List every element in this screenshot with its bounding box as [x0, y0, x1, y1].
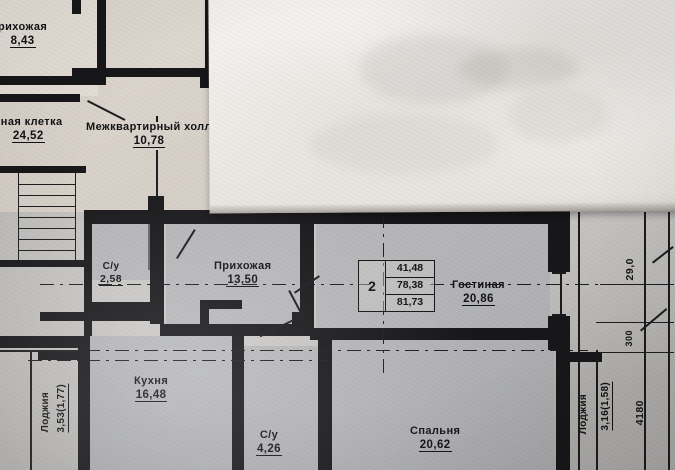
room-fill-gostinaya: [316, 224, 550, 328]
apartment-number: 2: [368, 278, 376, 294]
dimension-29-0: 29,0: [624, 258, 636, 281]
wall-spalnya-left: [318, 328, 332, 470]
white-paper-overlay: [208, 0, 675, 214]
room-area: 24,52: [11, 129, 45, 144]
room-name: рихожая: [0, 21, 48, 33]
loggia-right-outer: [578, 212, 580, 470]
room-area: 13,50: [226, 273, 260, 288]
tick-hall: [156, 116, 158, 122]
wall-seg-a3: [0, 76, 106, 85]
centerline-h-3: [28, 350, 588, 351]
room-area: 16,48: [134, 388, 168, 403]
dim-line-2: [596, 322, 674, 323]
window-right-mull: [560, 272, 562, 316]
wall-apartment-vert-mid: [300, 210, 314, 328]
room-label-prihozhaya: Прихожая 13,50: [214, 260, 272, 288]
wall-su-bottom-2: [40, 312, 158, 321]
apartment-area-living: 41,48: [386, 261, 434, 278]
room-name: Межквартирный холл: [86, 121, 212, 133]
loggia-right-name: Лоджия: [578, 394, 589, 435]
room-area: 10,78: [132, 134, 166, 149]
room-label-prihozhaya-top: рихожая 8,43: [0, 21, 48, 49]
wall-stair-bottom: [0, 260, 86, 267]
room-area: 4,26: [256, 442, 282, 457]
loggia-left-wall: [38, 352, 82, 360]
wall-apt-right-bottom: [556, 340, 570, 470]
wall-apt-left: [84, 224, 92, 336]
room-label-spalnya: Спальня 20,62: [410, 425, 461, 453]
wall-spalnya-top: [310, 328, 556, 340]
room-fill-kuhnya: [88, 336, 236, 470]
wall-seg-a8: [0, 94, 80, 102]
loggia-right-area: 3,16(1,58): [600, 382, 613, 431]
wall-stair-top: [0, 166, 86, 173]
centerline-h-4: [28, 360, 328, 361]
wall-seg-a2: [97, 0, 106, 78]
wall-su-right: [150, 224, 164, 324]
dimension-4180: 4180: [634, 400, 646, 426]
window-right-2: [552, 314, 566, 316]
loggia-left-vert: [30, 352, 32, 470]
loggia-right-line: [596, 350, 598, 470]
room-label-sanuzel-upper: С/у 2,58: [99, 261, 124, 287]
dim-axis-vert-1: [644, 212, 646, 470]
room-label-kuhnya: Кухня 16,48: [134, 375, 169, 403]
centerline-h-2: [430, 284, 660, 285]
room-label-lestnichnaya-kletka: чная клетка 24,52: [0, 116, 63, 144]
room-fill-sanuzel-lower: [242, 346, 324, 470]
loggia-left-line: [0, 350, 78, 352]
wall-loggia-left-top: [0, 336, 90, 348]
dim-line-3: [596, 352, 674, 353]
room-name: чная клетка: [0, 116, 63, 128]
loggia-right-wall: [566, 352, 602, 362]
wall-seg-a4: [72, 68, 106, 77]
wall-apt-right-upper: [548, 224, 570, 272]
dim-line-1: [600, 284, 674, 285]
apartment-area-total: 78,38: [386, 278, 434, 295]
room-name: Прихожая: [214, 260, 272, 272]
room-fill-upper-right: [106, 0, 206, 76]
apartment-area-gross: 81,73: [396, 296, 424, 308]
dim-axis-vert-2: [668, 212, 670, 470]
room-name: С/у: [259, 429, 279, 441]
room-fill-spalnya: [332, 336, 554, 470]
wall-prihozhaya-stub: [200, 300, 209, 330]
room-name: С/у: [102, 261, 120, 272]
window-right-1: [552, 272, 566, 274]
room-label-sanuzel-lower: С/у 4,26: [256, 429, 282, 457]
room-area: 20,86: [462, 292, 495, 307]
dimension-300: 300: [624, 330, 634, 347]
wall-apartment-top: [84, 210, 570, 224]
room-area: 2,58: [99, 272, 124, 287]
room-fill-sanuzel-upper: [88, 224, 154, 280]
room-label-mezhkvartirny-holl: Межквартирный холл 10,78: [86, 121, 212, 149]
apartment-area-table: 2 41,48 78,38 81,73: [358, 260, 435, 312]
room-area: 20,62: [418, 438, 452, 453]
centerline-v-1: [383, 214, 384, 374]
room-area: 8,43: [9, 34, 36, 49]
wall-su-bottom: [84, 302, 156, 312]
wall-kitchen-right: [232, 336, 244, 470]
stair-run: [18, 172, 76, 262]
wall-seg-a1: [72, 0, 81, 14]
room-name: Гостиная: [452, 279, 505, 291]
room-name: Спальня: [410, 425, 461, 437]
room-name: Кухня: [134, 375, 169, 387]
loggia-left-name: Лоджия: [40, 392, 51, 433]
loggia-left-area: 3,53(1,77): [56, 384, 69, 433]
wall-kitchen-top: [160, 324, 310, 336]
centerline-h-1: [40, 284, 370, 285]
wall-seg-a7: [106, 68, 206, 77]
room-label-gostinaya: Гостиная 20,86: [452, 279, 505, 307]
line-hall-vert: [156, 150, 158, 200]
apartment-area-cells: 41,48 78,38 81,73: [385, 261, 434, 311]
wall-loggia-left-inner: [78, 336, 90, 470]
wall-prihozhaya-stub-h: [200, 300, 242, 309]
